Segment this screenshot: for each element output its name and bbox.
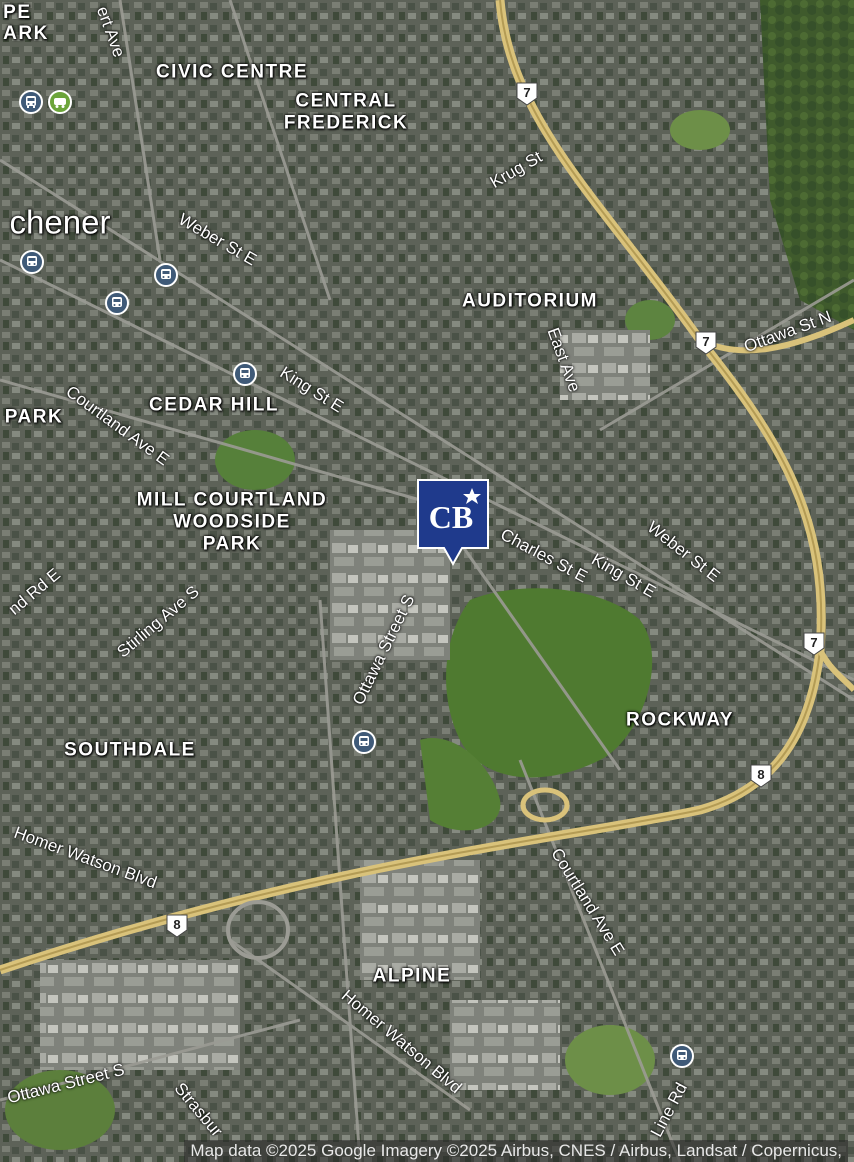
highway-8-right-number: 8: [757, 767, 765, 782]
highway-shield-icon: 8: [750, 764, 772, 788]
highway-8-left-number: 8: [173, 917, 181, 932]
transit-rail-icon[interactable]: [48, 90, 72, 114]
transit-bus-icon[interactable]: [19, 90, 43, 114]
transit-bus-icon[interactable]: [20, 250, 44, 274]
label-mill-courtland-1: MILL COURTLAND: [136, 489, 328, 511]
label-central-frederick-1: CENTRAL: [295, 90, 397, 112]
label-central-frederick-2: FREDERICK: [283, 112, 409, 134]
transit-bus-icon[interactable]: [154, 263, 178, 287]
highway-shield-icon: 7: [695, 331, 717, 355]
highway-7-top-number: 7: [523, 85, 531, 100]
label-southdale: SOUTHDALE: [64, 739, 196, 761]
brokerage-marker-icon[interactable]: CB: [416, 478, 490, 570]
highway-shield-icon: 7: [516, 82, 538, 106]
label-cedar-hill: CEDAR HILL: [148, 394, 280, 416]
label-park-left: PARK: [4, 406, 64, 428]
label-auditorium: AUDITORIUM: [461, 290, 599, 312]
marker-brand: CB: [429, 499, 473, 535]
label-kitchener: chener: [9, 203, 111, 241]
transit-bus-icon[interactable]: [105, 291, 129, 315]
label-alpine: ALPINE: [372, 965, 452, 987]
highway-shield-icon: 8: [166, 914, 188, 938]
transit-bus-icon[interactable]: [233, 362, 257, 386]
highway-7-right-number: 7: [810, 635, 818, 650]
label-mill-courtland-3: PARK: [202, 533, 262, 555]
label-mill-courtland-2: WOODSIDE: [173, 511, 291, 533]
label-civic-centre: CIVIC CENTRE: [155, 61, 309, 83]
highway-7-mid-number: 7: [702, 334, 710, 349]
label-park-top: PE ARK: [3, 2, 49, 44]
transit-bus-icon[interactable]: [670, 1044, 694, 1068]
map-attribution[interactable]: Map data ©2025 Google Imagery ©2025 Airb…: [184, 1140, 848, 1162]
highway-shield-icon: 7: [803, 632, 825, 656]
transit-bus-icon[interactable]: [352, 730, 376, 754]
label-rockway: ROCKWAY: [626, 709, 734, 731]
